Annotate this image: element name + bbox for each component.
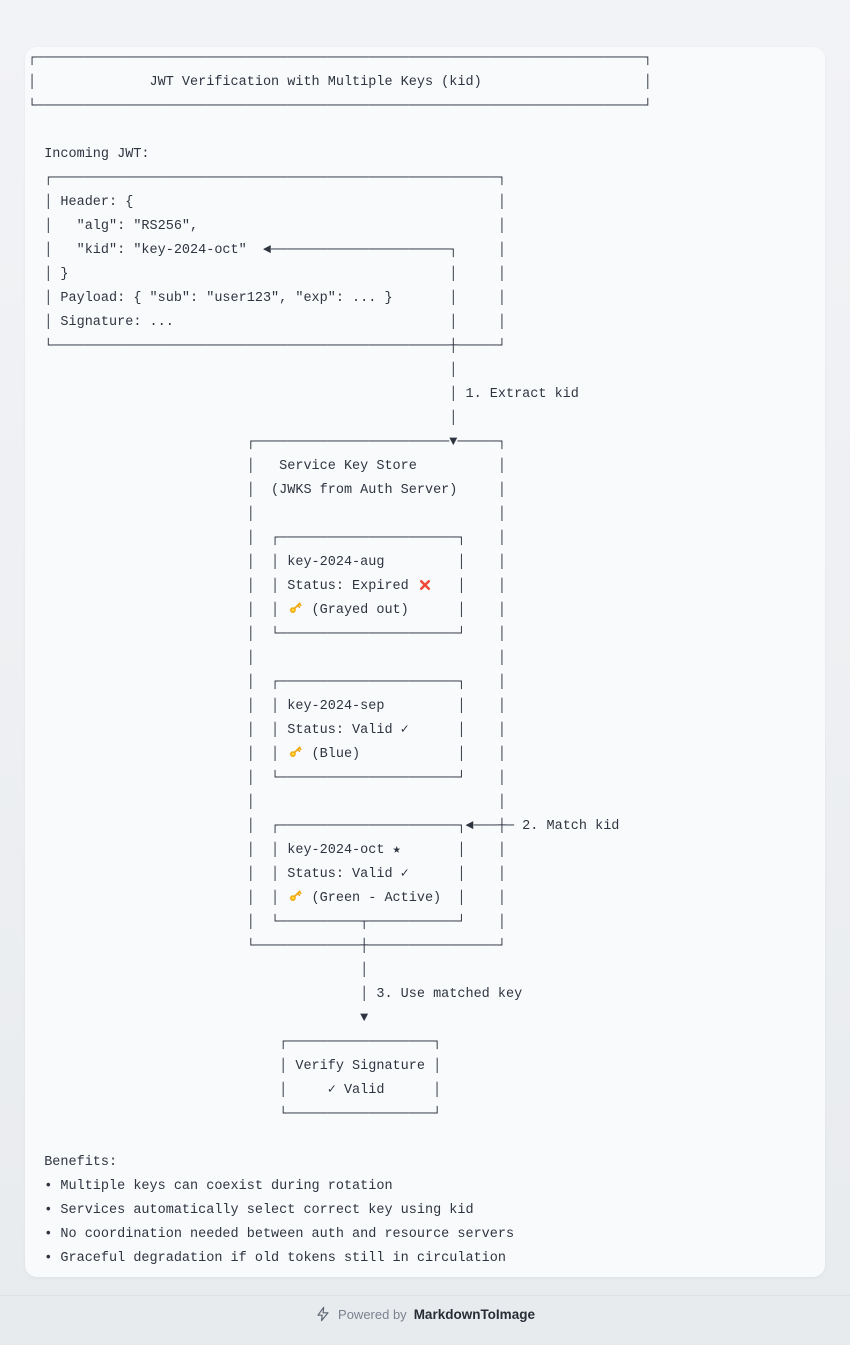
diagram-line: • No coordination needed between auth an… [28,1227,515,1242]
diagram-line: ▼ [28,1007,825,1031]
diagram-line: │ Verify Signature │ [28,1059,442,1074]
arrow-left-glyph: ◄ [465,819,474,834]
key-icon [287,887,303,911]
diagram-line: ┌───────────────────────────────────────… [28,51,652,66]
diagram-line: │ └──────────────────────┘ │ [28,627,506,642]
content-card: ┌───────────────────────────────────────… [25,47,825,1277]
diagram-line: │ Signature: ... │ │ [28,315,506,330]
ascii-diagram: ┌───────────────────────────────────────… [25,47,825,1271]
diagram-line: • Graceful degradation if old tokens sti… [28,1251,506,1266]
diagram-line: │ │ Status: Expired │ │ [28,575,825,599]
diagram-line: └───────────────────────────────────────… [28,339,506,354]
diagram-line: │ │ key-2024-aug │ │ [28,555,506,570]
diagram-line: │ (JWKS from Auth Server) │ [28,483,506,498]
diagram-line: │ 1. Extract kid [28,387,579,402]
diagram-line: │ │ key-2024-sep │ │ [28,699,506,714]
diagram-line: │ "alg": "RS256", │ [28,219,506,234]
diagram-line: • Services automatically select correct … [28,1203,474,1218]
check-glyph: ✓ [327,1083,336,1098]
diagram-line: └───────────────────────────────────────… [28,99,652,114]
star-glyph: ★ [392,843,401,858]
key-icon [287,599,303,623]
diagram-line: │ │ Status: Valid ✓ │ │ [28,719,825,743]
diagram-line: ┌───────────────────────────────────────… [28,171,506,186]
diagram-line: │ │ (Green - Active) │ │ [28,887,825,911]
diagram-line: │ [28,963,369,978]
diagram-line: └─────────────┼────────────────┘ [28,939,506,954]
diagram-line: Benefits: [28,1155,118,1170]
powered-by-label: Powered by [338,1306,407,1322]
diagram-line: │ │ key-2024-oct ★ │ │ [28,839,825,863]
diagram-line: │ │ [28,507,506,522]
diagram-line: │ "kid": "key-2024-oct" ◄───────────────… [28,239,825,263]
brand-link[interactable]: MarkdownToImage [413,1306,535,1322]
arrow-down-glyph: ▼ [360,1011,369,1026]
diagram-line: │ } │ │ [28,267,506,282]
diagram-line [28,1127,825,1151]
diagram-line: • Multiple keys can coexist during rotat… [28,1179,393,1194]
diagram-line: │ [28,363,458,378]
diagram-line: │ └──────────────────────┘ │ [28,771,506,786]
arrow-down-glyph: ▼ [449,435,458,450]
zap-icon [315,1306,331,1322]
diagram-line: │ │ (Grayed out) │ │ [28,599,825,623]
key-icon [287,743,303,767]
diagram-line: └──────────────────┘ [28,1107,442,1122]
arrow-left-glyph: ◄ [262,243,272,258]
diagram-line: │ ┌──────────────────────┐◄───┼─ 2. Matc… [28,815,825,839]
diagram-line: ┌────────────────────────▼─────┐ [28,431,825,455]
diagram-line: │ │ [28,795,506,810]
diagram-line: Incoming JWT: [28,147,150,162]
footer-divider [0,1295,850,1296]
diagram-line: │ JWT Verification with Multiple Keys (k… [28,75,652,90]
diagram-line [28,119,825,143]
diagram-line: │ Payload: { "sub": "user123", "exp": ..… [28,291,506,306]
diagram-line: ┌──────────────────┐ [28,1035,442,1050]
diagram-line: │ ✓ Valid │ [28,1079,825,1103]
diagram-line: │ ┌──────────────────────┐ │ [28,675,506,690]
check-glyph: ✓ [400,723,409,738]
diagram-line: │ 3. Use matched key [28,987,523,1002]
diagram-line: │ Service Key Store │ [28,459,506,474]
diagram-line: │ Header: { │ [28,195,506,210]
diagram-line: │ │ Status: Valid ✓ │ │ [28,863,825,887]
diagram-line: │ ┌──────────────────────┐ │ [28,531,506,546]
check-glyph: ✓ [400,867,409,882]
cross-mark-icon [417,575,433,599]
diagram-line: │ │ (Blue) │ │ [28,743,825,767]
footer: Powered by MarkdownToImage [0,1301,850,1327]
diagram-line: │ └──────────┬───────────┘ │ [28,915,506,930]
diagram-line: │ │ [28,651,506,666]
diagram-line: │ [28,411,458,426]
